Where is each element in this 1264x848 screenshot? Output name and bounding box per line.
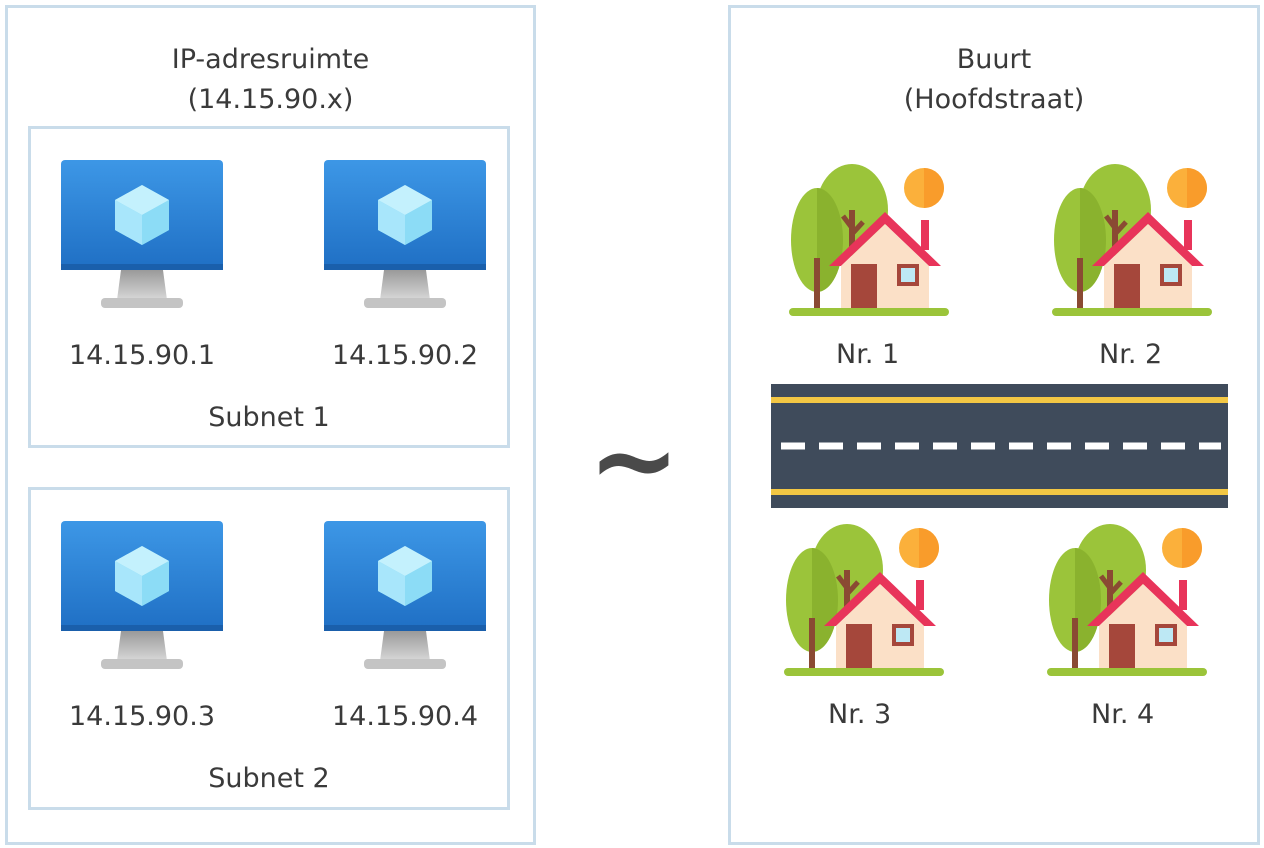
vm-ip-label: 14.15.90.2 (332, 340, 478, 371)
approximately-symbol: ~ (587, 396, 681, 524)
virtual-machine-icon (61, 521, 223, 673)
subnet-1-box: 14.15.90.1 14.15.90.2 Subnet 1 (28, 126, 510, 448)
house-number-label: Nr. 1 (836, 339, 900, 370)
vm-ip-label: 14.15.90.3 (69, 701, 215, 732)
neighborhood-title: Buurt (Hoofdstraat) (731, 40, 1257, 120)
ip-address-space-panel: IP-adresruimte (14.15.90.x) 14.15.90.1 1… (5, 5, 536, 845)
house-number-label: Nr. 4 (1091, 699, 1155, 730)
house-icon (776, 518, 948, 690)
house-icon (1039, 518, 1211, 690)
subnet-label: Subnet 2 (208, 763, 330, 794)
house-icon (1044, 158, 1216, 330)
virtual-machine-icon (324, 160, 486, 312)
neighborhood-panel: Buurt (Hoofdstraat) Nr. 1 Nr. 2 Nr. 3 Nr… (728, 5, 1260, 845)
subnet-2-box: 14.15.90.3 14.15.90.4 Subnet 2 (28, 487, 510, 810)
ip-address-range: (14.15.90.x) (187, 84, 354, 115)
vm-ip-label: 14.15.90.1 (69, 340, 215, 371)
house-number-label: Nr. 2 (1099, 339, 1163, 370)
virtual-machine-icon (61, 160, 223, 312)
ip-address-space-heading: IP-adresruimte (171, 44, 370, 75)
ip-address-space-title: IP-adresruimte (14.15.90.x) (8, 40, 533, 120)
virtual-machine-icon (324, 521, 486, 673)
vm-ip-label: 14.15.90.4 (332, 701, 478, 732)
house-number-label: Nr. 3 (828, 699, 892, 730)
neighborhood-heading: Buurt (956, 44, 1032, 75)
subnet-label: Subnet 1 (208, 402, 330, 433)
street-name: (Hoofdstraat) (903, 84, 1085, 115)
house-icon (781, 158, 953, 330)
road-icon (771, 384, 1228, 508)
